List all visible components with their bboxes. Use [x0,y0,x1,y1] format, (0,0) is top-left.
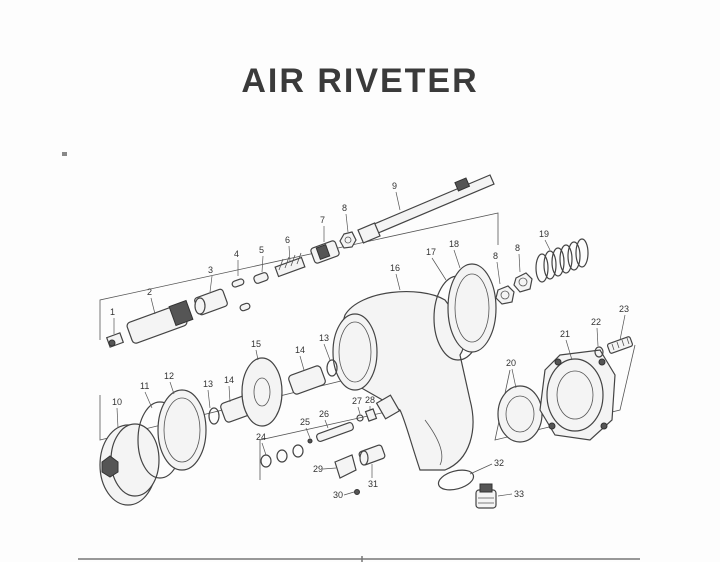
callout-19: 19 [539,229,549,239]
part-10-end-cap [99,423,160,506]
part-12-ring [157,389,207,471]
callout-8a: 8 [342,203,347,213]
part-3-bushing [194,288,228,316]
callout-6: 6 [285,235,290,245]
callout-10: 10 [112,397,122,407]
callout-24: 24 [256,432,266,442]
callout-12: 12 [164,371,174,381]
part-1-rivet-set [105,332,125,348]
callout-13a: 13 [203,379,213,389]
part-31-valve-stem [358,444,386,466]
part-25-pin [307,438,313,444]
part-13b-oring [326,359,338,377]
part-19-spring [535,238,589,283]
callout-32: 32 [494,458,504,468]
part-7-valve [310,240,340,264]
callout-26: 26 [319,409,329,419]
callout-25: 25 [300,417,310,427]
part-15-piston [241,357,283,427]
part-30-screw [354,489,360,495]
callout-18: 18 [449,239,459,249]
callout-33: 33 [514,489,524,499]
part-8b-nut [495,285,515,305]
callout-20: 20 [506,358,516,368]
part-8-nut [339,231,357,249]
part-22-washer [594,346,604,358]
callout-30: 30 [333,490,343,500]
part-20-seal [497,385,543,443]
callout-22: 22 [591,317,601,327]
part-18-ring [447,263,497,353]
callout-15: 15 [251,339,261,349]
leader-lines [113,191,626,497]
part-29-trigger [334,454,357,479]
part-4-pin [231,278,245,288]
part-16-housing [332,290,474,471]
part-8c-nut [513,272,533,293]
callout-numbers: 1 2 3 4 5 6 7 8 9 16 17 18 8 8 19 10 11 … [110,181,629,500]
callout-29: 29 [313,464,323,474]
callout-21: 21 [560,329,570,339]
callout-2: 2 [147,287,152,297]
part-23-inlet [606,336,634,354]
part-21-back-cap [539,349,616,441]
callout-28: 28 [365,395,375,405]
part-28-spring [364,408,378,422]
part-9-rod [357,174,495,244]
callout-5: 5 [259,245,264,255]
callout-23: 23 [619,304,629,314]
callout-4: 4 [234,249,239,259]
callout-31: 31 [368,479,378,489]
callout-8c: 8 [515,243,520,253]
scan-mark [62,152,67,156]
callout-17: 17 [426,247,436,257]
callout-14b: 14 [295,345,305,355]
callout-11: 11 [140,381,149,391]
part-13-oring [208,407,220,425]
part-14b-cylinder [288,365,326,395]
callout-7: 7 [320,215,325,225]
part-6-spring [274,252,306,278]
part-32-gasket [437,469,475,491]
callout-13b: 13 [319,333,329,343]
part-2-nozzle [126,299,194,344]
part-5-pin [239,272,269,312]
callout-3: 3 [208,265,213,275]
callout-8b: 8 [493,251,498,261]
part-33-fitting [475,483,497,509]
callout-9: 9 [392,181,397,191]
part-24-washers [260,444,304,468]
callout-27: 27 [352,396,362,406]
part-27-ball [356,414,364,422]
callout-14a: 14 [224,375,234,385]
callout-1: 1 [110,307,115,317]
callout-16: 16 [390,263,400,273]
part-26-plunger [316,421,354,443]
diagram-title: AIR RIVETER [241,62,479,100]
